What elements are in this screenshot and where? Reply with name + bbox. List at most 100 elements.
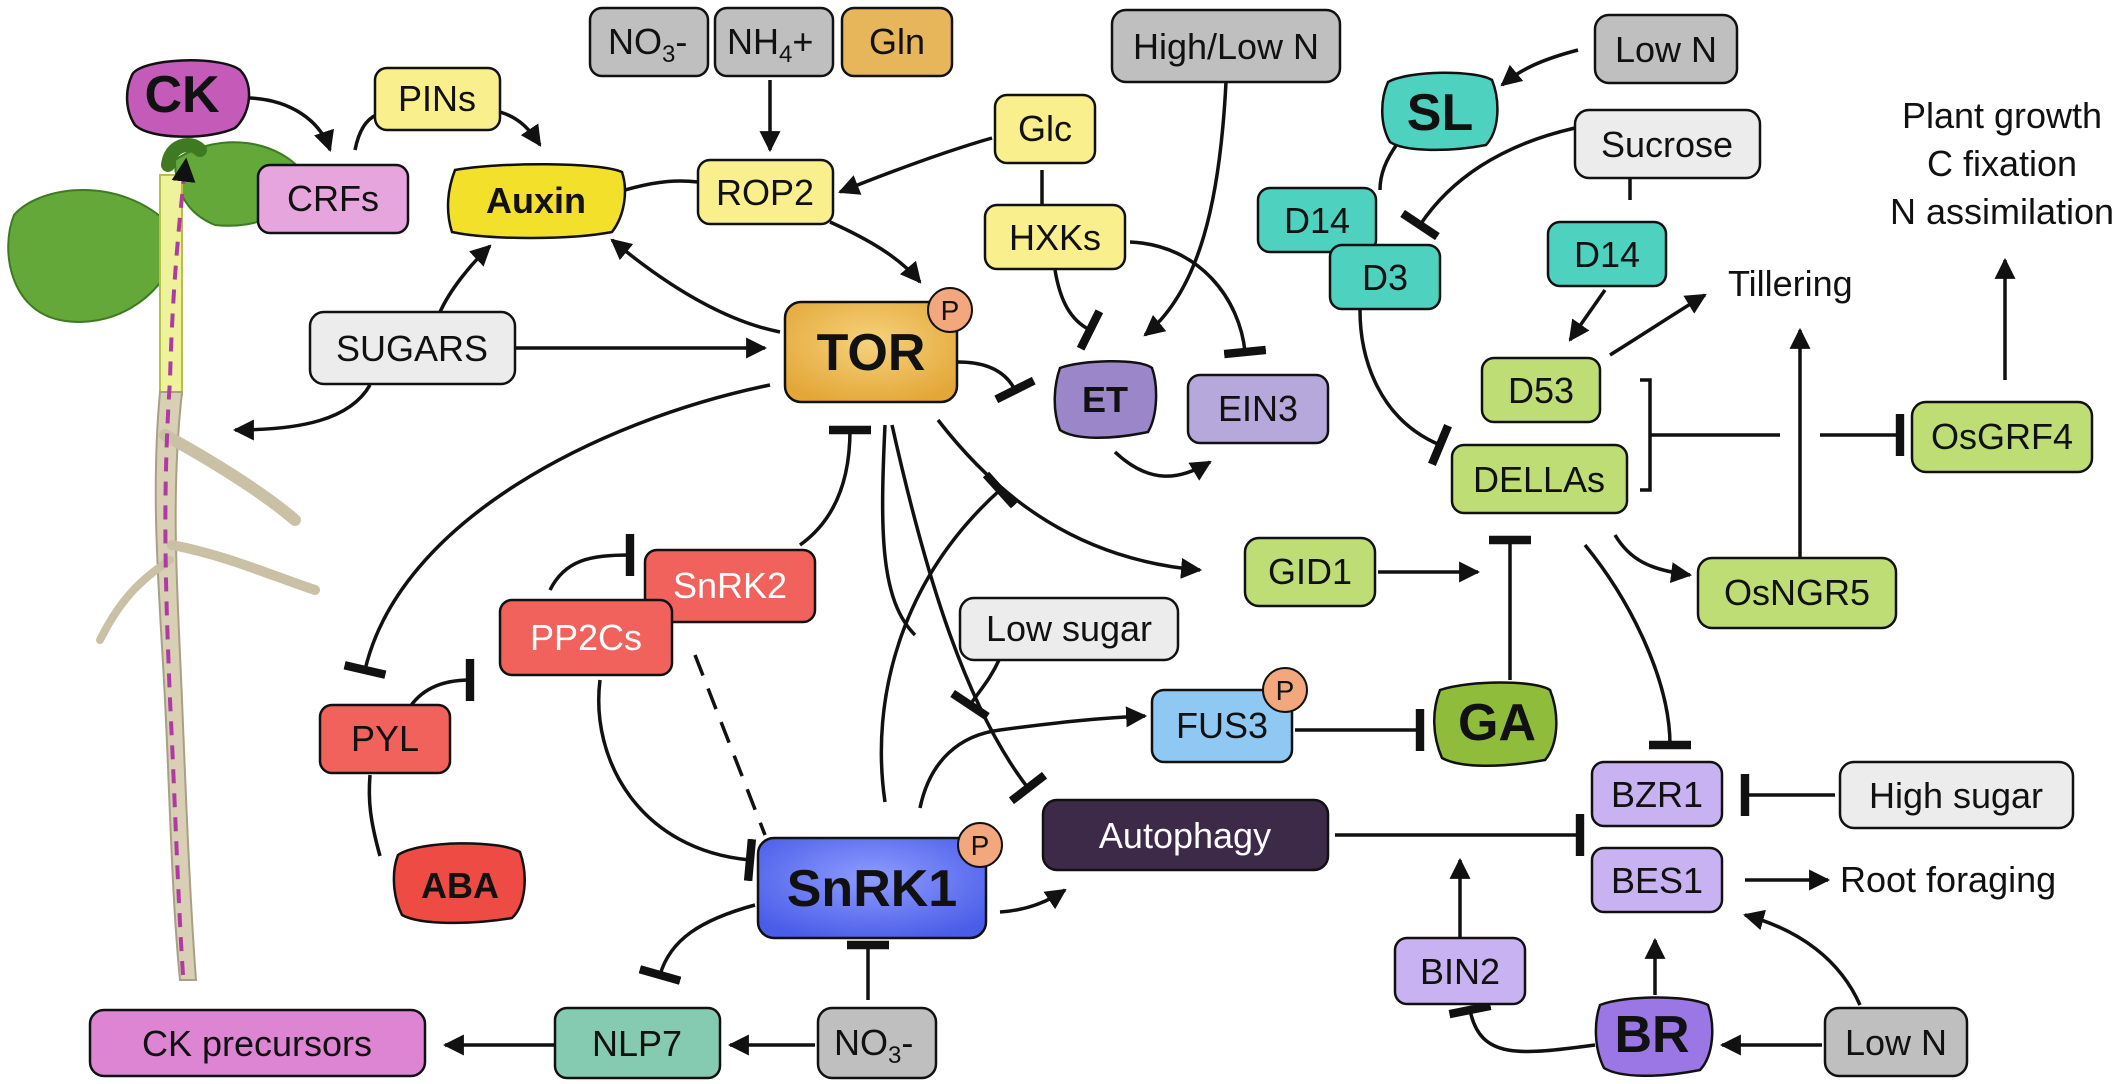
edge-dellas-osngr5	[1613, 534, 1693, 584]
svg-text:NO3-: NO3-	[608, 21, 687, 68]
node-osngr5: OsNGR5	[1696, 556, 1898, 630]
node-tor: TOR P	[783, 287, 973, 404]
node-sucrose: Sucrose	[1573, 108, 1762, 180]
node-ck-precursors: CK precursors	[88, 1008, 427, 1078]
svg-text:CRFs: CRFs	[287, 178, 379, 219]
svg-text:OsNGR5: OsNGR5	[1724, 572, 1870, 613]
svg-text:P: P	[971, 830, 990, 861]
node-pins: PINs	[373, 66, 502, 132]
svg-text:NO3-: NO3-	[834, 1022, 913, 1069]
node-bzr1: BZR1	[1590, 760, 1724, 828]
label-n-assimilation: N assimilation	[1890, 191, 2114, 232]
node-high-sugar: High sugar	[1838, 760, 2075, 830]
node-high-low-n: High/Low N	[1110, 8, 1342, 84]
edge-br-bin2	[1448, 1001, 1596, 1054]
svg-text:EIN3: EIN3	[1218, 388, 1298, 429]
node-pyl: PYL	[318, 703, 452, 775]
svg-text:CK precursors: CK precursors	[142, 1023, 372, 1064]
edge-auxin-rop2	[624, 179, 699, 192]
node-autophagy: Autophagy	[1041, 798, 1330, 872]
node-d14-right: D14	[1546, 220, 1668, 288]
edge-tor-autophagy	[890, 424, 1048, 805]
node-osgrf4: OsGRF4	[1910, 400, 2094, 474]
seedling-illustration	[7, 138, 320, 981]
node-sl: SL	[1381, 71, 1499, 152]
edge-sucrose-d3	[1400, 126, 1576, 241]
node-nh4: NH4+	[713, 6, 835, 78]
node-dellas: DELLAs	[1450, 443, 1629, 515]
svg-text:BIN2: BIN2	[1420, 951, 1500, 992]
node-crfs: CRFs	[256, 163, 410, 235]
node-rop2: ROP2	[696, 158, 835, 226]
svg-text:D53: D53	[1508, 370, 1574, 411]
node-d3: D3	[1328, 243, 1442, 311]
svg-text:CK: CK	[144, 66, 220, 124]
node-ga: GA	[1432, 681, 1558, 768]
svg-text:PYL: PYL	[351, 718, 419, 759]
node-low-n-bottom: Low N	[1823, 1006, 1969, 1078]
edge-tor-pyl	[343, 383, 771, 679]
node-d14-left: D14	[1256, 186, 1378, 254]
bracket-d53-dellas	[1640, 378, 1652, 492]
edge-pp2cs-snrk1	[597, 679, 757, 882]
svg-text:OsGRF4: OsGRF4	[1931, 416, 2073, 457]
edge-hxks-et	[1053, 269, 1104, 351]
svg-text:D14: D14	[1574, 234, 1640, 275]
nodes: CK CRFs PINs Auxin NO3- NH4+	[88, 6, 2094, 1080]
edge-sl-d14	[1378, 138, 1402, 191]
svg-text:Low N: Low N	[1845, 1022, 1947, 1063]
node-snrk1: SnRK1 P	[756, 822, 1003, 940]
node-pp2cs: PP2Cs	[498, 598, 674, 677]
svg-text:GA: GA	[1458, 694, 1536, 752]
node-hxks: HXKs	[983, 203, 1127, 271]
edge-snrk2-snrk1-dashed	[693, 654, 767, 836]
node-aba: ABA	[392, 842, 526, 925]
lateral-root-2	[167, 540, 320, 595]
svg-text:D3: D3	[1362, 257, 1408, 298]
svg-text:BR: BR	[1614, 1006, 1689, 1064]
svg-text:ET: ET	[1082, 379, 1128, 420]
label-plant-growth: Plant growth	[1902, 95, 2102, 136]
node-bes1: BES1	[1590, 846, 1724, 914]
lateral-root-3	[96, 556, 174, 644]
edge-hxks-ein3	[1129, 240, 1267, 359]
svg-text:High sugar: High sugar	[1869, 775, 2043, 816]
svg-text:Sucrose: Sucrose	[1601, 124, 1733, 165]
node-sugars: SUGARS	[308, 310, 517, 386]
edge-d3-dellas	[1358, 309, 1452, 466]
svg-text:Autophagy: Autophagy	[1099, 815, 1271, 856]
edge-rop2-tor	[829, 220, 922, 284]
edge-highlown-et	[1143, 81, 1228, 337]
edge-sugars-auxin	[438, 244, 492, 313]
node-br: BR	[1594, 996, 1714, 1077]
edge-snrk1-fus3	[918, 706, 1148, 809]
svg-text:GID1: GID1	[1268, 551, 1352, 592]
svg-text:PINs: PINs	[398, 78, 476, 119]
svg-text:BZR1: BZR1	[1611, 774, 1703, 815]
edge-aba-pyl	[367, 774, 382, 857]
svg-text:Glc: Glc	[1018, 108, 1072, 149]
edge-pins-auxin	[499, 110, 542, 147]
node-et: ET	[1053, 360, 1158, 439]
node-d53: D53	[1480, 356, 1602, 424]
svg-text:HXKs: HXKs	[1009, 217, 1101, 258]
svg-text:SnRK2: SnRK2	[673, 565, 787, 606]
edge-tor-gid1	[936, 418, 1203, 579]
svg-text:DELLAs: DELLAs	[1473, 459, 1605, 500]
node-ck: CK	[125, 59, 251, 138]
edge-snrk1-autophagy	[999, 888, 1067, 914]
svg-text:NLP7: NLP7	[592, 1023, 682, 1064]
svg-text:FUS3: FUS3	[1176, 705, 1268, 746]
node-fus3: FUS3 P	[1150, 667, 1308, 764]
svg-text:P: P	[1276, 675, 1295, 706]
svg-text:NH4+: NH4+	[727, 21, 813, 68]
edge-lowsugar-tor	[950, 657, 1002, 721]
node-no3-bottom: NO3-	[816, 1006, 938, 1080]
edges	[232, 48, 2016, 1056]
node-glc: Glc	[993, 93, 1097, 165]
svg-text:High/Low N: High/Low N	[1133, 26, 1319, 67]
svg-text:Auxin: Auxin	[486, 180, 586, 221]
node-no3-top: NO3-	[588, 6, 710, 78]
